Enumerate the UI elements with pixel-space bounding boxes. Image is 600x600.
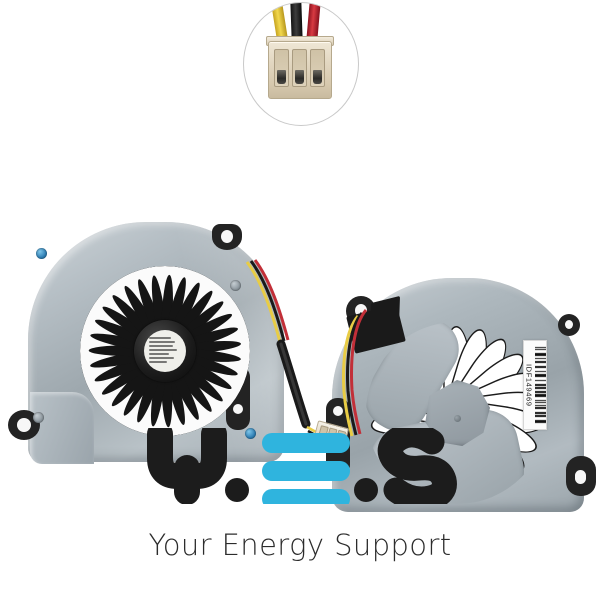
left-fan-front-view [8, 222, 308, 472]
right-fan-mount-hole-bottom-right [575, 470, 586, 484]
connector-pin-2 [295, 70, 304, 84]
spec-label-line [149, 361, 167, 363]
left-fan-mount-hole-bottom-left [17, 418, 31, 432]
barcode-bars [534, 346, 546, 424]
spec-label-line [149, 337, 171, 339]
barcode-label: IDF149469 [523, 340, 547, 430]
left-fan-housing-step [30, 392, 94, 464]
right-fan-vane-window [366, 322, 548, 504]
spec-label-line [149, 353, 169, 355]
screw-bottom-right [245, 428, 256, 439]
spec-label-line [149, 357, 174, 359]
spec-label-line [149, 349, 177, 351]
right-fan-back-view: IDF149469 [318, 278, 600, 520]
connector-pin-1 [277, 70, 286, 84]
connector-pin-3 [313, 70, 322, 84]
left-fan-mount-hole-top [221, 230, 233, 243]
connector-closeup-inset [243, 2, 359, 126]
fan-spec-label [144, 330, 186, 372]
barcode-label-text: IDF149469 [524, 363, 534, 407]
connector-body [268, 41, 332, 99]
right-fan-mount-hole-left-upper [333, 406, 343, 416]
brand-tagline: Your Energy Support [148, 528, 452, 562]
right-fan-center-screw [454, 415, 461, 422]
left-fan-mount-hole-right-lower [233, 404, 243, 414]
connector-slot-1 [274, 49, 289, 87]
right-fan-mount-hole-right [565, 320, 573, 329]
left-fan-impeller [80, 266, 250, 436]
screw-top-right [230, 280, 241, 291]
spec-label-line [149, 341, 175, 343]
connector-slot-3 [310, 49, 325, 87]
screw-top-left [36, 248, 47, 259]
logo-dot-1 [225, 478, 249, 502]
spec-label-line [149, 345, 173, 347]
connector-slot-2 [292, 49, 307, 87]
screw-bottom-left [33, 412, 44, 423]
